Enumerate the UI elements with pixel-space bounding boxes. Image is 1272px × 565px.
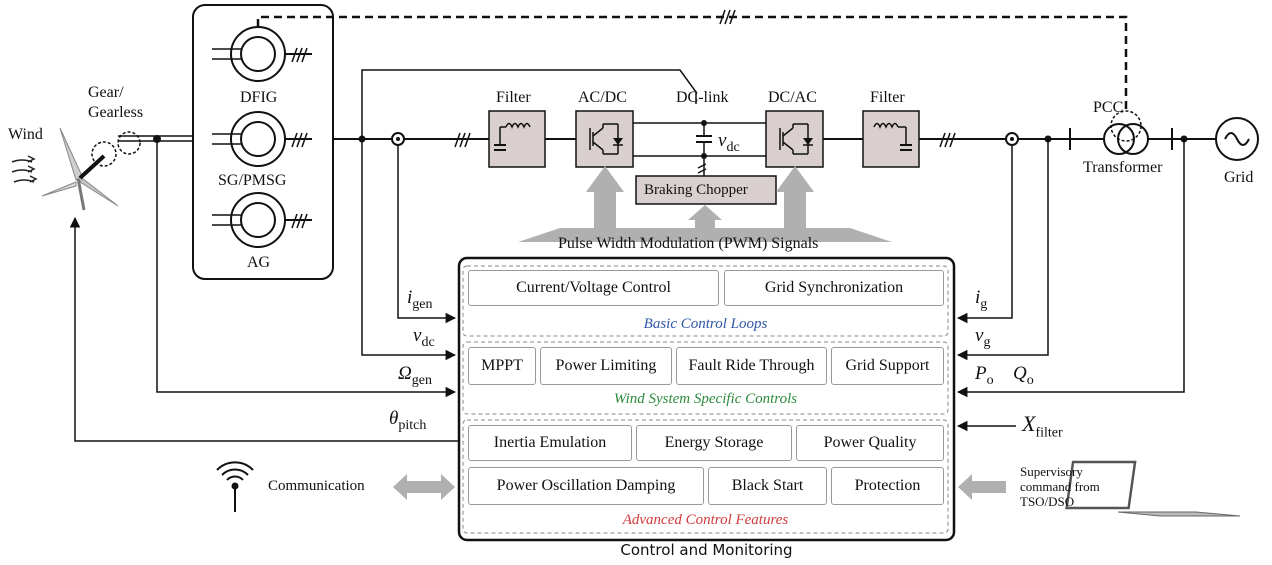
signal-q-o: Qo [1013,363,1034,388]
ag-label: AG [247,254,271,271]
ctl-power-oscillation-damping: Power Oscillation Damping [468,467,704,505]
grid-label: Grid [1224,169,1254,186]
ctl-power-quality: Power Quality [796,425,944,461]
signal-i-gen: igen [407,287,433,312]
ctl-power-limiting: Power Limiting [540,347,672,385]
grid-source-icon [1215,117,1259,161]
braking-chopper-label: Braking Chopper [644,182,748,198]
pwm-label: Pulse Width Modulation (PWM) Signals [558,235,819,252]
ctl-protection: Protection [831,467,944,505]
generator-sg-pmsg-icon [212,111,312,167]
ctl-grid-support: Grid Support [831,347,944,385]
generator-ag-icon [212,192,312,248]
ctl-inertia-emulation: Inertia Emulation [468,425,632,461]
ctl-current-voltage: Current/Voltage Control [468,270,719,306]
supervisory-label: Supervisory command from TSO/DSO [1020,464,1100,509]
sg-pmsg-label: SG/PMSG [218,172,287,189]
laptop-icon [1065,460,1241,517]
dclink-label: DC-link [676,89,729,106]
gear-label: Gear/ Gearless [88,84,144,121]
generator-dfig-icon [212,26,312,82]
wind-turbine-icon [41,127,119,211]
dfig-label: DFIG [240,89,278,106]
vdc-link-voltage: vdc [718,130,740,155]
acdc-label: AC/DC [578,89,627,106]
wind-label: Wind [8,126,43,143]
pcc-label: PCC [1093,99,1124,116]
signal-x-filter: Xfilter [1022,411,1063,441]
signal-v-g: vg [975,325,991,350]
advanced-features-title: Advanced Control Features [622,512,789,528]
ctl-energy-storage: Energy Storage [636,425,792,461]
ctl-fault-ride-through: Fault Ride Through [676,347,827,385]
signal-p-o: Po [975,363,994,388]
signal-v-dc: vdc [413,325,435,350]
supervisory-arrow [958,474,1006,500]
signal-theta-pitch: θpitch [389,408,427,433]
transformer-icon [1103,110,1149,155]
wind-controls-title: Wind System Specific Controls [613,391,798,407]
transformer-label: Transformer [1083,159,1163,176]
communication-label: Communication [268,478,365,494]
antenna-icon [216,461,254,512]
filter-left-label: Filter [496,89,531,106]
ctl-black-start: Black Start [708,467,827,505]
pwm-arrows [518,166,892,242]
control-monitoring-label: Control and Monitoring [620,541,793,559]
communication-arrow [393,474,455,500]
signal-i-g: ig [975,287,988,312]
signal-omega-gen: Ωgen [398,363,432,388]
ctl-grid-synchronization: Grid Synchronization [724,270,944,306]
filter-right-label: Filter [870,89,905,106]
basic-control-loops-title: Basic Control Loops [643,316,768,332]
wind-flow-icon [11,155,38,183]
dcac-label: DC/AC [768,89,817,106]
ctl-mppt: MPPT [468,347,536,385]
